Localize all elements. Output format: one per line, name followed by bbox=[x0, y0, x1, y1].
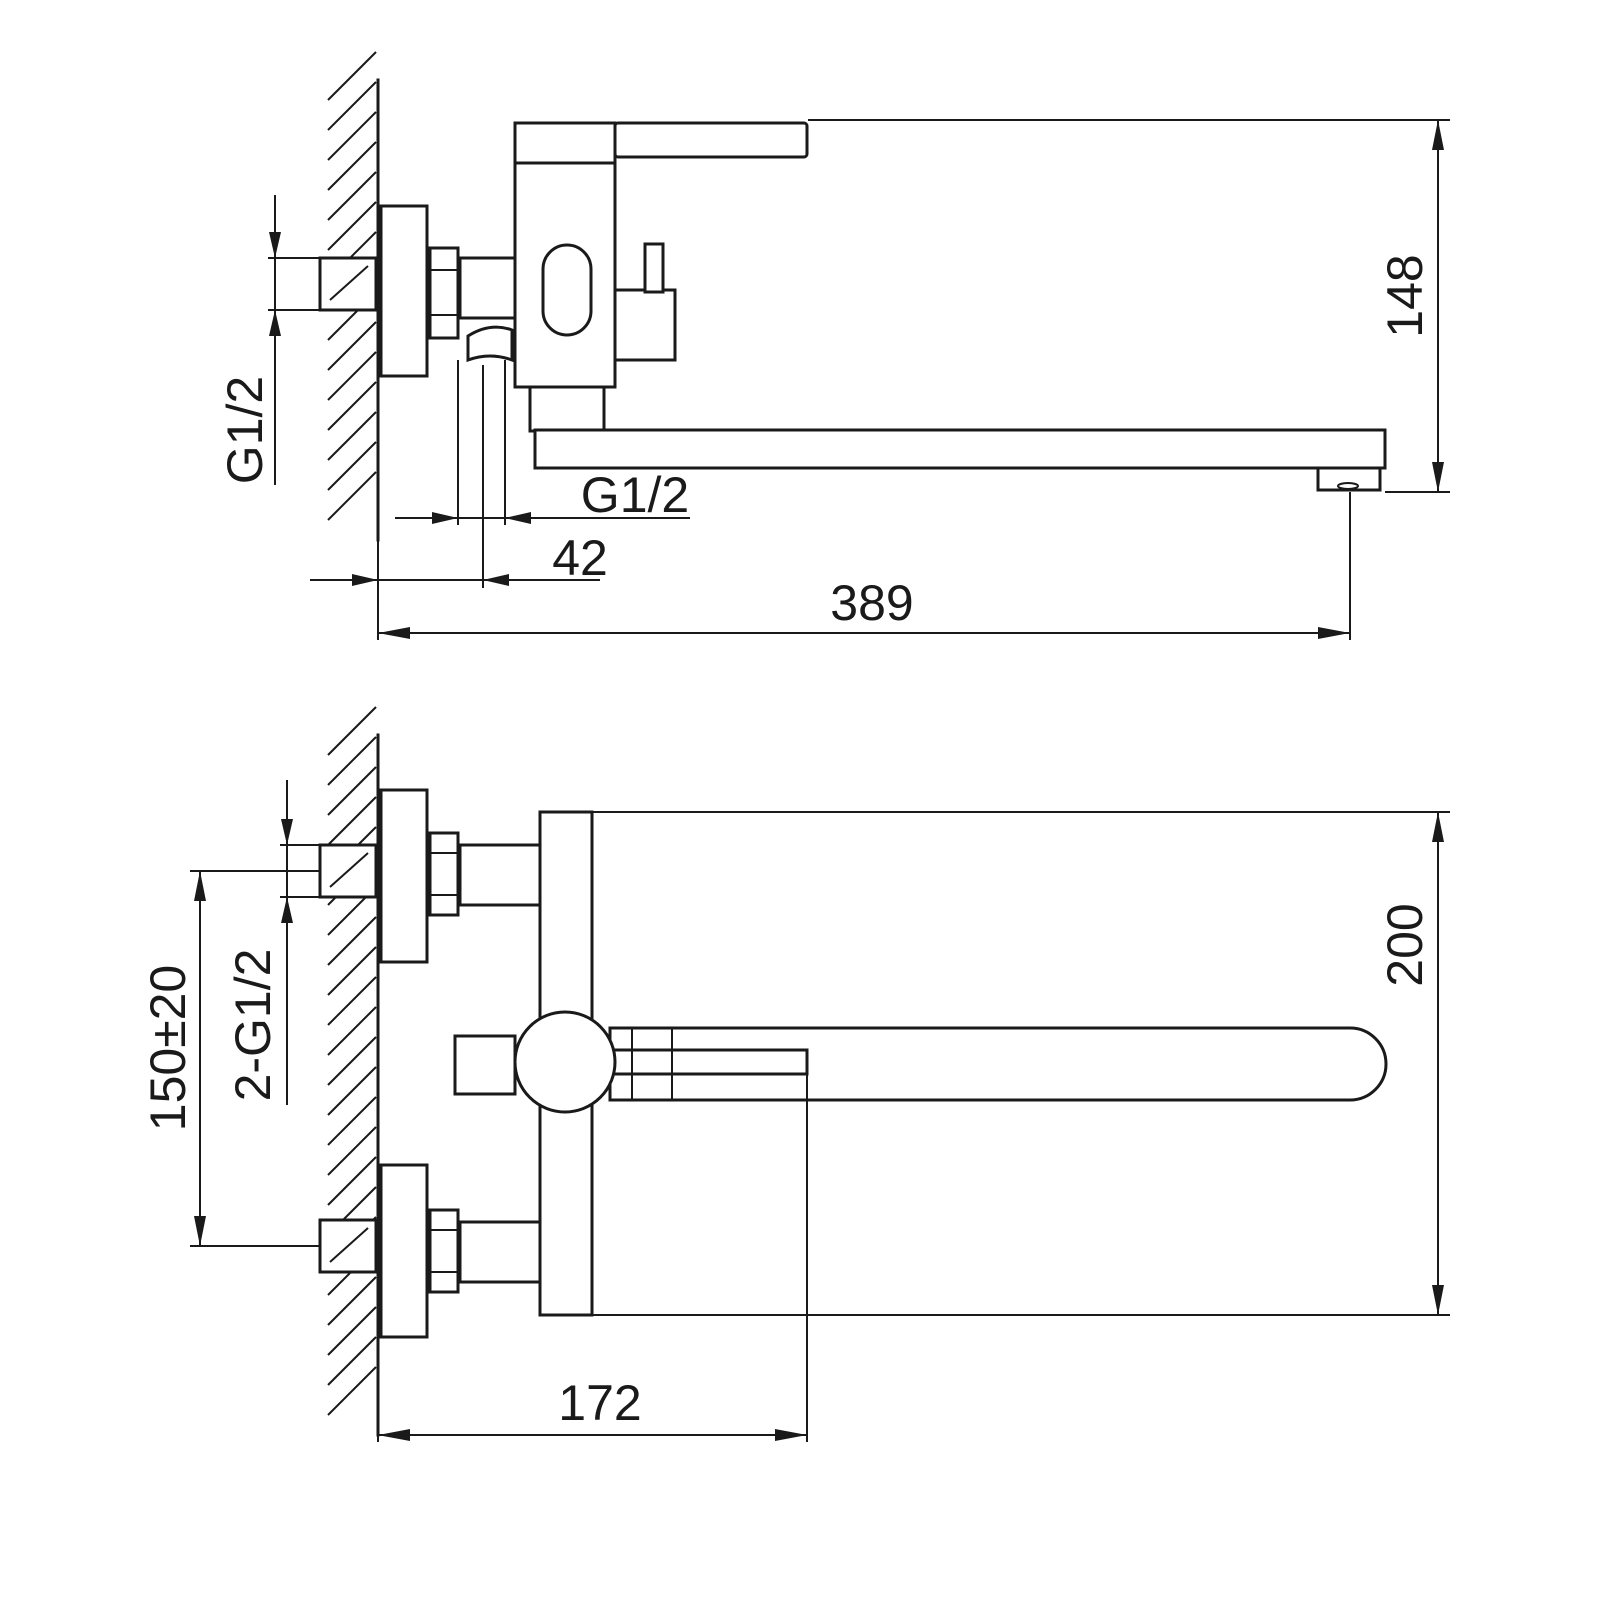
dim-g12-outlet-label: G1/2 bbox=[581, 467, 689, 523]
spout-plan bbox=[608, 1026, 1388, 1102]
wall-hatch-line bbox=[327, 51, 377, 101]
hex-nut-lower bbox=[428, 1208, 460, 1294]
lever-plan bbox=[608, 1048, 809, 1076]
fitting-diagonal bbox=[329, 265, 369, 301]
wall-hatch-line bbox=[327, 1036, 377, 1086]
lever-handle bbox=[613, 121, 809, 159]
top-view: 200 2-G1/2 150±20 172 bbox=[140, 706, 1450, 1442]
dim-150-arrow-bottom bbox=[194, 1216, 206, 1246]
wall-hatch-line bbox=[327, 976, 377, 1026]
wall-hatch-line bbox=[327, 946, 377, 996]
wall-hatch-line bbox=[327, 1336, 377, 1386]
wall-hatch-line bbox=[327, 81, 377, 131]
dim-2g12-label: 2-G1/2 bbox=[225, 949, 281, 1102]
wall-hatch-line bbox=[327, 1276, 377, 1326]
wall-hatch-line bbox=[327, 1006, 377, 1056]
spout-arm bbox=[533, 428, 1387, 470]
dim-2g12-arrow-bottom bbox=[281, 897, 293, 923]
wall-hatch-bottom bbox=[327, 706, 377, 1416]
fitting-upper-diagonal bbox=[329, 852, 369, 888]
diverter-button bbox=[613, 288, 677, 362]
diverter-plan bbox=[453, 1034, 517, 1096]
body-top-cap bbox=[513, 121, 617, 165]
dim-g12-outlet-arrow-left bbox=[432, 512, 458, 524]
diverter-knob bbox=[541, 243, 593, 337]
dim-150-arrow-top bbox=[194, 871, 206, 901]
wall-hatch-line bbox=[327, 141, 377, 191]
hex-nut-upper bbox=[428, 831, 460, 917]
dim-148-label: 148 bbox=[1377, 254, 1433, 337]
escutcheon bbox=[379, 204, 429, 378]
wall-hatch-line bbox=[327, 1066, 377, 1116]
wall-hatch-line bbox=[327, 111, 377, 161]
wall-hatch-line bbox=[327, 1156, 377, 1206]
dim-200-label: 200 bbox=[1377, 903, 1433, 986]
dim-389-arrow-right bbox=[1318, 627, 1350, 639]
spout-aerator bbox=[1316, 466, 1382, 492]
diverter-knob-plan bbox=[513, 1010, 617, 1114]
wall-hatch-line bbox=[327, 796, 377, 846]
dim-42-arrow-left bbox=[352, 574, 378, 586]
dim-389-arrow-left bbox=[378, 627, 410, 639]
wall-hatch-line bbox=[327, 321, 377, 371]
wall-hatch-line bbox=[327, 1096, 377, 1146]
dim-200-arrow-bottom bbox=[1432, 1285, 1444, 1315]
wall-hatch-line bbox=[327, 1126, 377, 1176]
wall-hatch-line bbox=[327, 1366, 377, 1416]
wall-hatch-line bbox=[327, 706, 377, 756]
connecting-pipe-lower bbox=[458, 1220, 542, 1284]
dim-172-label: 172 bbox=[558, 1375, 641, 1431]
spout-base bbox=[528, 385, 606, 433]
diverter-stem bbox=[643, 242, 665, 294]
dim-g12-outlet-arrow-right bbox=[505, 512, 531, 524]
side-view: 148 G1/2 G1/2 42 389 bbox=[217, 51, 1450, 640]
dim-42-arrow-right bbox=[483, 574, 509, 586]
connecting-pipe-upper bbox=[458, 843, 542, 907]
hex-nut bbox=[428, 246, 460, 340]
wall-hatch-line bbox=[327, 351, 377, 401]
dim-172-arrow-right bbox=[775, 1429, 807, 1441]
wall-hatch-line bbox=[327, 411, 377, 461]
aerator-hole bbox=[1337, 482, 1359, 490]
wall-hatch-line bbox=[327, 1306, 377, 1356]
wall-hatch-top bbox=[327, 51, 377, 521]
escutcheon-upper bbox=[379, 788, 429, 964]
wall-hatch-line bbox=[327, 381, 377, 431]
wall-hatch-line bbox=[327, 766, 377, 816]
shower-outlet bbox=[466, 325, 514, 363]
wall-hatch-line bbox=[327, 441, 377, 491]
dim-172-arrow-left bbox=[378, 1429, 410, 1441]
dim-g12-inlet-label: G1/2 bbox=[217, 376, 273, 484]
dim-148-arrow-bottom bbox=[1432, 462, 1444, 492]
dim-g12-inlet-arrow-top bbox=[269, 232, 281, 258]
fitting-lower-diagonal bbox=[329, 1227, 369, 1263]
dim-2g12-arrow-top bbox=[281, 819, 293, 845]
dim-200-arrow-top bbox=[1432, 812, 1444, 842]
dim-389-label: 389 bbox=[830, 575, 913, 631]
wall-hatch-line bbox=[327, 201, 377, 251]
dim-g12-inlet-arrow-bottom bbox=[269, 310, 281, 336]
wall-hatch-line bbox=[327, 171, 377, 221]
wall-hatch-line bbox=[327, 916, 377, 966]
dim-42-label: 42 bbox=[552, 530, 608, 586]
escutcheon-lower bbox=[379, 1163, 429, 1339]
wall-hatch-line bbox=[327, 736, 377, 786]
dim-150-label: 150±20 bbox=[140, 965, 196, 1131]
wall-hatch-line bbox=[327, 471, 377, 521]
dim-148-arrow-top bbox=[1432, 120, 1444, 150]
